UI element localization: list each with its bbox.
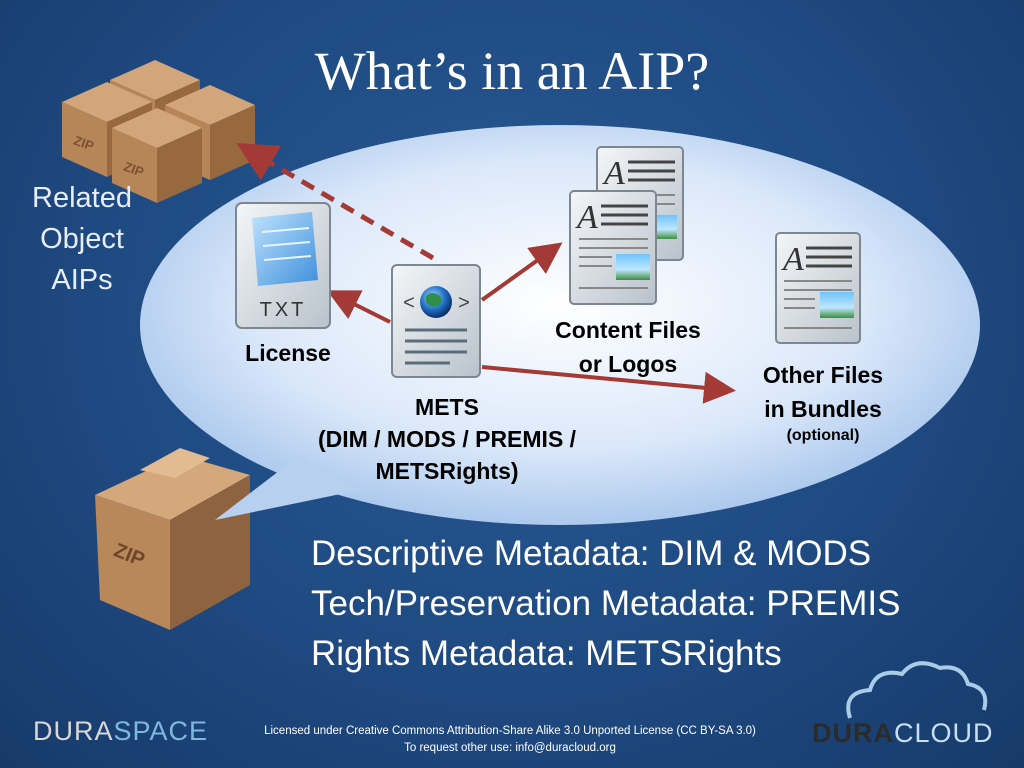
content-files-label: Content Files or Logos [555, 317, 701, 377]
svg-text:A: A [575, 199, 598, 236]
mets-label: METS (DIM / MODS / PREMIS / METSRights) [317, 394, 577, 484]
svg-text:ZIP: ZIP [122, 159, 146, 180]
related-aips-boxes: ZIP ZIP [62, 60, 255, 203]
slide-title: What’s in an AIP? [314, 41, 710, 101]
txt-icon-label: TXT [260, 299, 307, 321]
aip-zip-box: ZIP [95, 448, 250, 630]
license-label: License [245, 340, 331, 366]
duracloud-cloud-icon [846, 661, 988, 719]
metadata-list: Descriptive Metadata: DIM & MODS Tech/Pr… [311, 529, 900, 679]
metadata-line: Descriptive Metadata: DIM & MODS [311, 534, 872, 573]
svg-text:>: > [458, 293, 470, 316]
other-files-arrow [481, 365, 736, 404]
duraspace-logo: DURASPACE [33, 716, 209, 746]
content-arrow [480, 242, 563, 302]
mets-file-icon: < > [391, 264, 481, 378]
metadata-line: Rights Metadata: METSRights [311, 634, 782, 673]
svg-text:A: A [781, 241, 804, 278]
txt-file-icon: TXT [235, 202, 331, 329]
svg-text:A: A [602, 155, 625, 192]
svg-text:<: < [403, 293, 415, 316]
other-file-icon: A [775, 232, 861, 344]
footer-license: Licensed under Creative Commons Attribut… [264, 725, 756, 754]
related-arrow [236, 142, 435, 261]
license-arrow [326, 290, 391, 324]
metadata-line: Tech/Preservation Metadata: PREMIS [311, 584, 901, 623]
duracloud-logo: DURACLOUD [812, 718, 994, 748]
content-file-icon-front: A [569, 190, 657, 305]
svg-text:ZIP: ZIP [72, 133, 96, 154]
aip-bubble [140, 125, 980, 525]
other-files-label: Other Files in Bundles (optional) [738, 358, 908, 446]
optional-note: (optional) [786, 427, 860, 444]
related-aips-label: Related Object AIPs [32, 182, 132, 296]
